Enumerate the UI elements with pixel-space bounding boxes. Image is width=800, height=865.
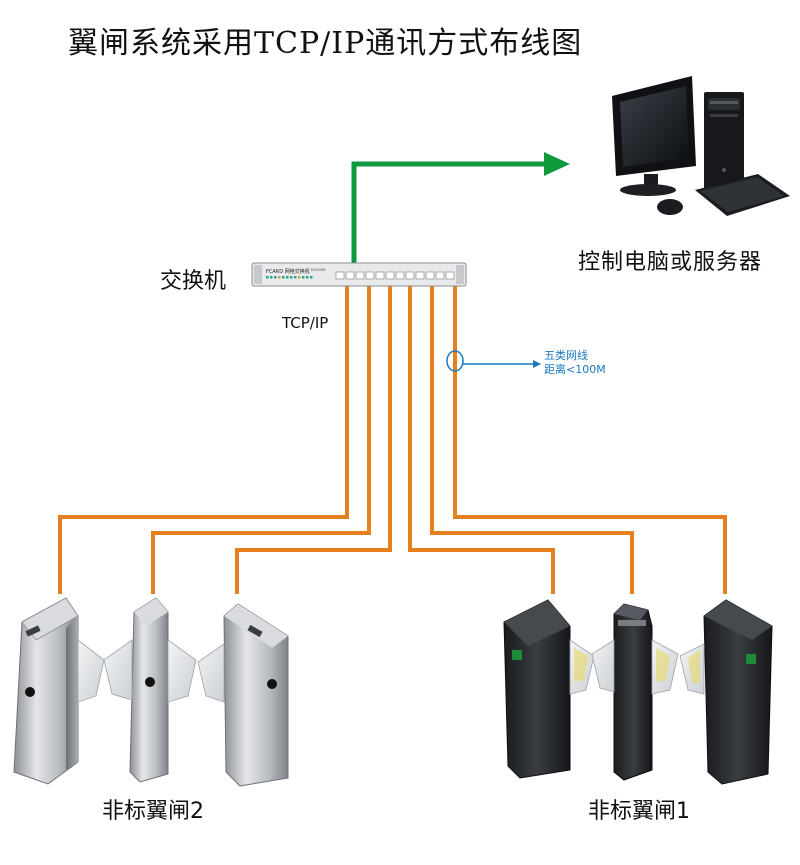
cable-gate1-a xyxy=(408,286,555,594)
cable-gate1-c xyxy=(453,286,727,594)
page-title: 翼闸系统采用TCP/IP通讯方式布线图 xyxy=(68,26,583,61)
black-turnstile xyxy=(679,599,773,785)
callout-arrow-icon xyxy=(533,360,541,368)
cable-note-type: 五类网线 xyxy=(544,349,588,362)
gate-group-1-label: 非标翼闸1 xyxy=(588,799,690,824)
steel-turnstile xyxy=(103,597,197,783)
black-turnstile xyxy=(503,599,595,779)
gate-group-1 xyxy=(503,599,773,785)
cable-note: 五类网线 距离<100M xyxy=(544,349,606,377)
network-switch: FCARD 网络交换机 10/100M xyxy=(251,262,467,287)
cable-note-distance: 距离<100M xyxy=(544,363,606,376)
cable-callout xyxy=(446,350,541,372)
steel-turnstile xyxy=(13,597,105,785)
cable-gate2-b xyxy=(151,286,371,594)
black-turnstile xyxy=(591,603,679,781)
switch-ports xyxy=(335,271,455,280)
computer-icon xyxy=(612,76,790,216)
steel-turnstile xyxy=(197,603,289,787)
svg-text:FCARD 网络交换机: FCARD 网络交换机 xyxy=(266,268,310,275)
gate-group-2-label: 非标翼闸2 xyxy=(102,799,204,824)
cable-gate1-b xyxy=(430,286,634,594)
switch-label: 交换机 xyxy=(160,269,227,294)
uplink-arrow-icon xyxy=(544,152,570,176)
network-cables xyxy=(58,286,727,594)
protocol-label: TCP/IP xyxy=(282,314,329,332)
gate-group-2 xyxy=(13,597,289,787)
svg-text:10/100M: 10/100M xyxy=(310,268,325,272)
uplink-cable xyxy=(351,152,570,264)
cable-gate2-c xyxy=(235,286,392,594)
computer-label: 控制电脑或服务器 xyxy=(578,250,763,275)
cable-gate2-a xyxy=(58,286,349,594)
